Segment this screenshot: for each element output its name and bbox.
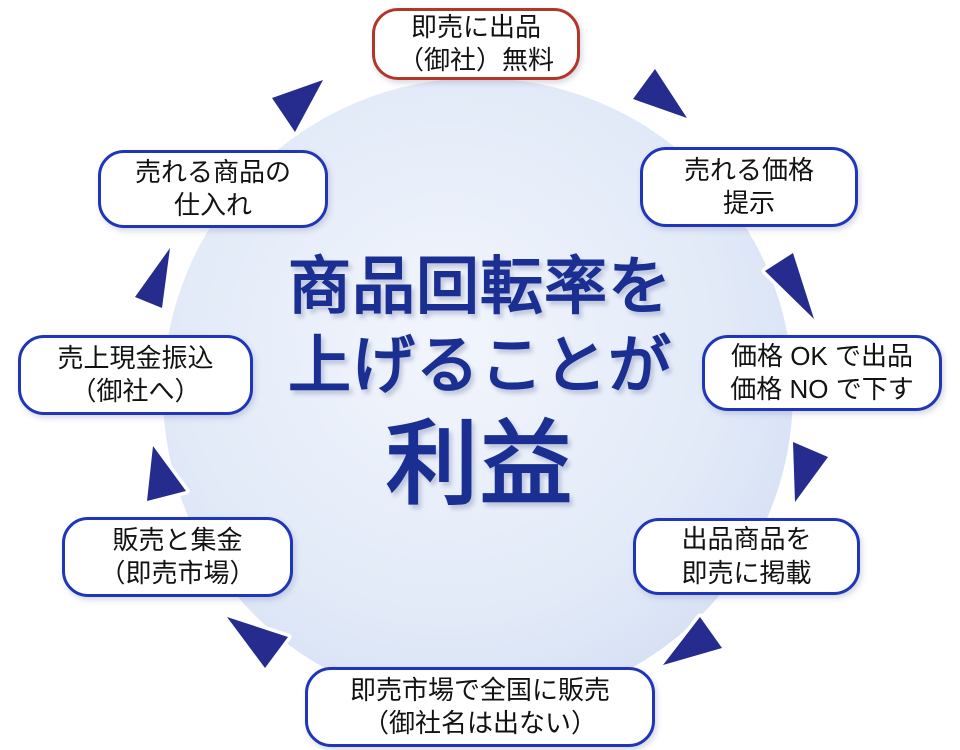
cycle-node-bottom-left: 販売と集金 （即売市場） [62,517,293,597]
cycle-node-bottom-right-line-2: 即売に掲載 [681,557,812,588]
center-message: 商品回転率を 上げることが 利益 [0,248,960,519]
cycle-node-left: 売上現金振込 （御社へ） [18,335,253,415]
cycle-node-left-line-1: 売上現金振込 [57,342,214,373]
cycle-node-bottom-left-line-2: （即売市場） [99,558,256,588]
cycle-node-right-line-2: 価格 NO で下す [730,374,914,404]
cycle-node-bottom-line-2: （御社名は出ない） [362,708,597,738]
center-message-line-3: 利益 [385,413,574,516]
cycle-arrow-top-right-icon [629,65,691,122]
cycle-node-top-right: 売れる価格 提示 [640,147,858,227]
cycle-node-top-left: 売れる商品の 仕入れ [98,150,328,228]
cycle-node-top-left-line-2: 仕入れ [173,190,252,220]
cycle-node-right: 価格 OK で出品 価格 NO で下す [702,335,942,411]
cycle-node-top-left-line-1: 売れる商品の [134,156,291,187]
cycle-node-top-right-line-1: 売れる価格 [683,154,814,185]
cycle-node-right-line-1: 価格 OK で出品 [730,340,913,371]
center-message-line-1: 商品回転率を [288,252,672,322]
cycle-node-top-line-1: 即売に出品 [410,11,541,42]
cycle-node-top: 即売に出品 （御社）無料 [372,8,580,80]
cycle-node-bottom-line-1: 即売市場で全国に販売 [349,674,610,705]
cycle-node-top-line-2: （御社）無料 [397,45,554,75]
cycle-node-bottom-right: 出品商品を 即売に掲載 [633,518,860,595]
cycle-node-top-right-line-2: 提示 [722,188,775,218]
center-message-line-2: 上げることが [288,331,672,402]
cycle-node-bottom: 即売市場で全国に販売 （御社名は出ない） [305,667,655,747]
cycle-node-left-line-2: （御社へ） [70,376,201,406]
cycle-node-bottom-right-line-1: 出品商品を [681,524,812,555]
cycle-node-bottom-left-line-1: 販売と集金 [112,524,243,555]
